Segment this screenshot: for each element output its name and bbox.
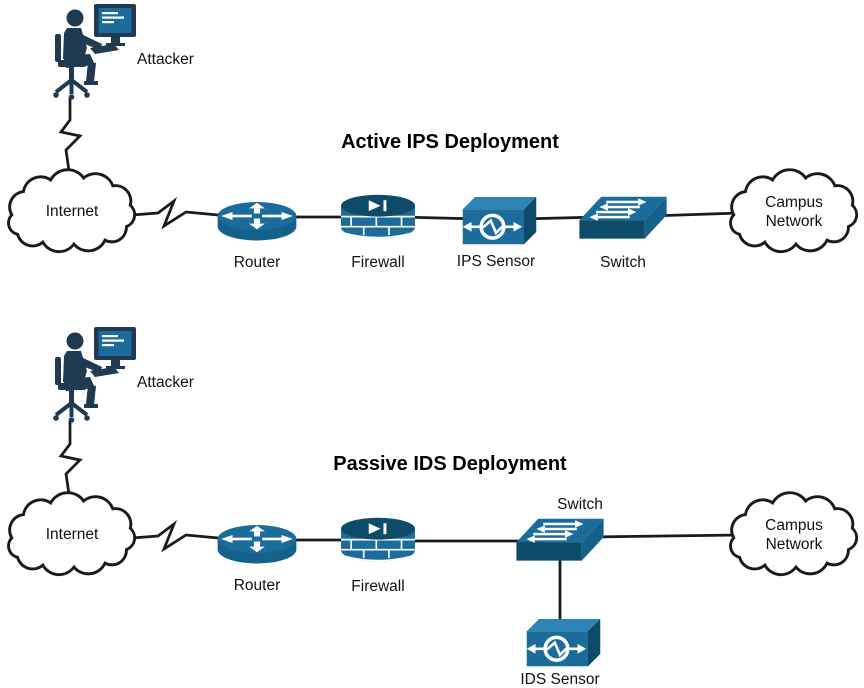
- passive-title: Passive IDS Deployment: [333, 453, 567, 475]
- active-internet-router-attack-link: [131, 196, 241, 230]
- firewall-label: Firewall: [351, 254, 405, 271]
- internet-cloud-passive: Internet: [4, 491, 140, 579]
- attacker-label-passive: Attacker: [137, 374, 194, 391]
- campus-network-cloud-passive: Campus Network: [726, 491, 862, 579]
- internet-label-passive: Internet: [45, 526, 99, 543]
- active-attacker-attack-link: [58, 98, 83, 179]
- router-icon: [213, 195, 301, 251]
- passive-switch-campus-link: [589, 533, 741, 539]
- ids-sensor-label: IDS Sensor: [520, 671, 600, 688]
- campus-network-cloud: Campus Network: [726, 168, 862, 256]
- switch-label-passive: Switch: [557, 496, 603, 513]
- switch-label: Switch: [600, 254, 646, 271]
- attacker-label: Attacker: [137, 51, 194, 68]
- campus-network-label-passive: Campus Network: [765, 516, 823, 553]
- router-icon-passive: [213, 518, 301, 574]
- attacker-icon-passive: [48, 325, 140, 425]
- ips-sensor-label: IPS Sensor: [456, 253, 536, 270]
- passive-internet-router-attack-link: [131, 519, 241, 553]
- internet-label: Internet: [45, 203, 99, 220]
- active-title: Active IPS Deployment: [341, 131, 559, 153]
- ids-sensor-icon: [516, 612, 604, 675]
- firewall-label-passive: Firewall: [351, 578, 405, 595]
- router-label-passive: Router: [233, 577, 281, 594]
- firewall-icon: [336, 192, 420, 248]
- passive-attacker-attack-link: [58, 420, 83, 502]
- attacker-icon: [48, 2, 140, 102]
- internet-cloud: Internet: [4, 168, 140, 256]
- router-label: Router: [233, 254, 281, 271]
- switch-icon-passive: [513, 512, 607, 564]
- switch-icon: [576, 190, 670, 242]
- firewall-icon-passive: [336, 515, 420, 571]
- ips-sensor-icon: [452, 190, 540, 253]
- campus-network-label: Campus Network: [765, 193, 823, 230]
